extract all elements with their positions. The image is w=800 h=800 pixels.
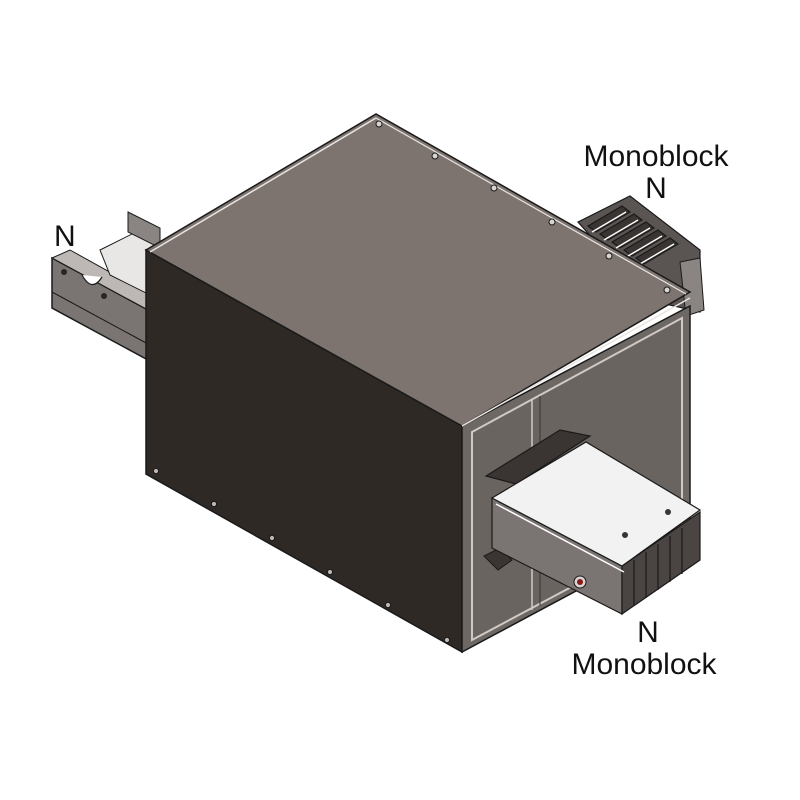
- top-monoblock-label: Monoblock: [583, 140, 729, 173]
- top-neutral-label: N: [645, 172, 667, 205]
- bottom-monoblock-label: Monoblock: [571, 648, 717, 681]
- left-neutral-rail: [50, 211, 161, 362]
- left-neutral-label: N: [54, 220, 76, 253]
- bottom-monoblock: [483, 429, 702, 616]
- bottom-neutral-label: N: [637, 616, 659, 649]
